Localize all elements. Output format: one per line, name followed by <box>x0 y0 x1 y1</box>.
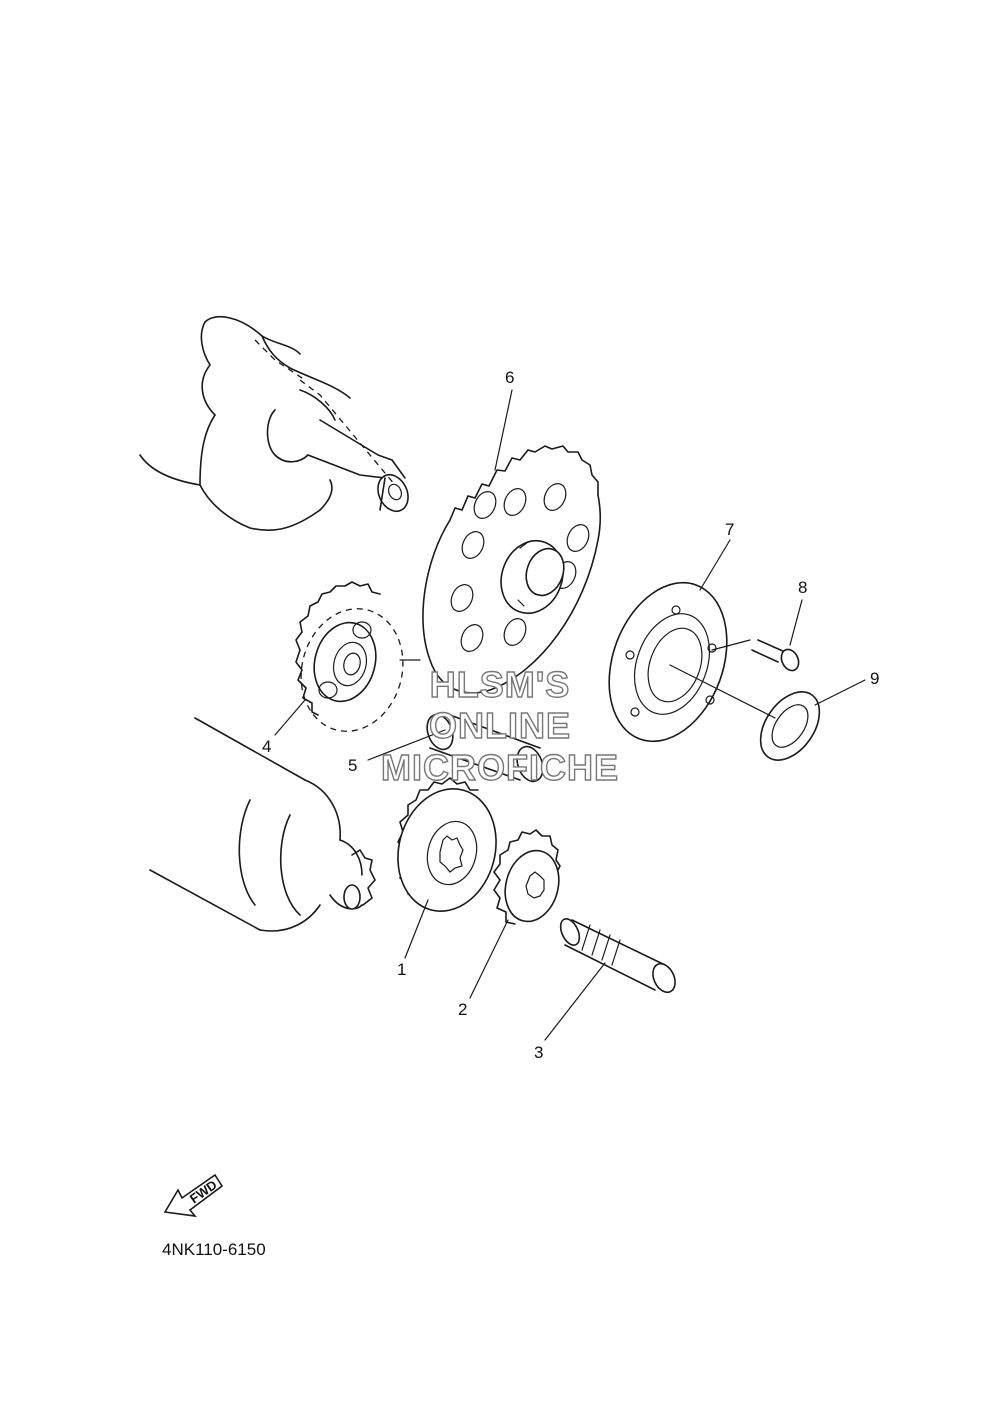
watermark-line-1: HLSM'S <box>430 664 571 705</box>
leader-lines <box>274 389 866 1041</box>
idler-gear-part-4 <box>295 581 421 732</box>
large-gear-part-6 <box>422 445 602 694</box>
housing-part-7 <box>608 581 728 743</box>
splined-shaft-part-3 <box>559 918 676 994</box>
callout-5: 5 <box>348 756 357 775</box>
crankshaft-illustration <box>139 315 409 532</box>
callout-9: 9 <box>870 669 879 688</box>
watermark: HLSM'S ONLINE MICROFICHE <box>380 663 619 788</box>
callout-3: 3 <box>534 1043 543 1062</box>
forward-arrow-icon: FWD <box>163 1173 224 1218</box>
starter-motor-illustration <box>149 717 376 932</box>
watermark-line-3: MICROFICHE <box>381 747 619 788</box>
gear-part-1 <box>397 777 497 912</box>
callout-1: 1 <box>397 960 406 979</box>
callout-4: 4 <box>262 737 271 756</box>
callout-8: 8 <box>798 578 807 597</box>
callout-7: 7 <box>725 520 734 539</box>
diagram-code: 4NK110-6150 <box>162 1240 266 1259</box>
bolt-part-8 <box>751 639 800 672</box>
washer-part-9 <box>759 691 821 761</box>
watermark-line-2: ONLINE <box>429 705 571 746</box>
callout-6: 6 <box>505 368 514 387</box>
callout-2: 2 <box>458 1000 467 1019</box>
gear-part-2 <box>493 829 561 925</box>
